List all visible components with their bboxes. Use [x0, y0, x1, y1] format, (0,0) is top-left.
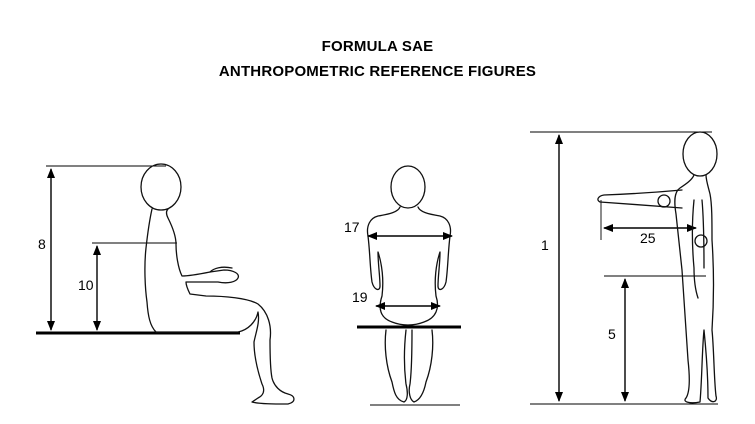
label-shoulder-width: 17 — [344, 219, 360, 235]
head-seated — [140, 163, 182, 211]
seated-front-figure — [357, 165, 461, 406]
torso-seated — [144, 208, 295, 405]
label-arm-reach: 25 — [640, 230, 656, 246]
label-seated-shoulder: 10 — [78, 277, 94, 293]
hand-seated — [209, 266, 233, 273]
torso-front — [366, 206, 452, 326]
label-hip-width: 19 — [352, 289, 368, 305]
title-line-1: FORMULA SAE — [321, 38, 434, 55]
arm-outstretched — [597, 189, 683, 209]
label-standing-hip: 5 — [608, 326, 616, 342]
head-front — [390, 165, 426, 209]
wrist-joint-marker — [694, 234, 708, 248]
body-standing — [674, 174, 718, 404]
title-line-2: ANTHROPOMETRIC REFERENCE FIGURES — [218, 63, 537, 80]
head-standing — [682, 131, 718, 177]
legs-front — [384, 329, 434, 403]
standing-figure — [530, 131, 718, 405]
label-standing-height: 1 — [541, 237, 549, 253]
elbow-joint-marker — [657, 194, 671, 208]
seated-side-figure — [36, 163, 295, 405]
label-seated-height: 8 — [38, 236, 46, 252]
arm-hanging — [691, 199, 705, 299]
